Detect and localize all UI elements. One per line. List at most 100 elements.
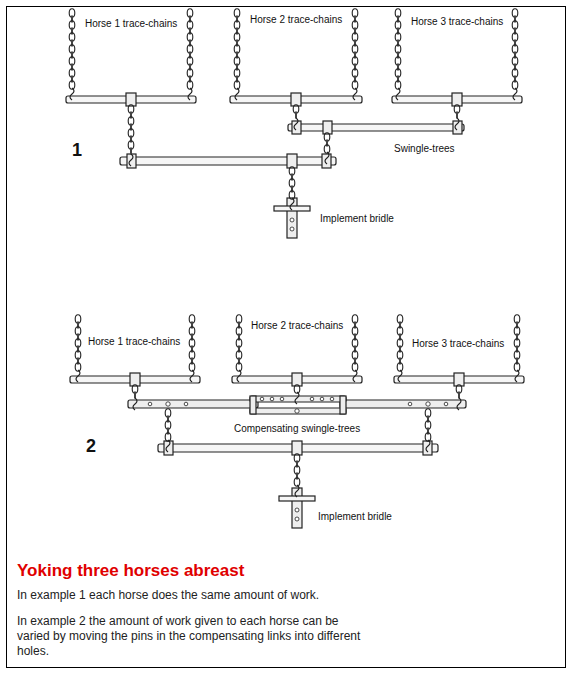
fitting (291, 93, 301, 106)
frame (7, 7, 566, 668)
hook (237, 370, 241, 382)
chain-link (134, 392, 136, 399)
fitting (454, 373, 464, 386)
pin (426, 402, 430, 406)
chain-link (69, 81, 75, 89)
fitting (130, 373, 140, 386)
pin-hole (280, 397, 284, 401)
part-label: Implement bridle (318, 213, 396, 225)
trace-chain-label: Horse 1 trace-chains (86, 336, 182, 348)
part-label: Swingle-trees (392, 143, 457, 155)
fitting (323, 121, 332, 134)
chain-link (75, 363, 81, 371)
hook (188, 88, 192, 100)
bridle-hole (290, 227, 294, 231)
fitting (287, 154, 297, 168)
caption-note: In example 2 the amount of work given to… (17, 614, 362, 659)
chain-link (234, 81, 240, 89)
swingle-trees-2 (70, 373, 524, 455)
caption-note: In example 1 each horse does the same am… (17, 588, 557, 603)
hook (515, 370, 519, 382)
pin-hole (148, 402, 152, 406)
chain-link (187, 81, 193, 89)
pin-hole (330, 397, 334, 401)
hook (396, 88, 400, 100)
pin-hole (260, 397, 264, 401)
chain-link (294, 385, 300, 393)
compensating-link (340, 396, 346, 414)
trace-chain-label: Horse 1 trace-chains (83, 18, 179, 30)
bridle-plate (292, 488, 302, 528)
chain-link (512, 81, 518, 89)
pin-hole (320, 397, 324, 401)
example-number: 2 (84, 436, 98, 458)
hook (353, 370, 357, 382)
compensating-link (250, 396, 256, 414)
bridle-hole (290, 218, 294, 222)
chain-link (397, 363, 403, 371)
hook (426, 440, 430, 452)
chain-link (324, 145, 330, 153)
hook (295, 392, 299, 404)
compensating-link (250, 408, 346, 414)
compensating-link (340, 400, 466, 408)
part-label: Compensating swingle-trees (232, 423, 362, 435)
chain-link (236, 363, 242, 371)
hook (457, 398, 461, 410)
hook (70, 88, 74, 100)
hook (294, 118, 298, 130)
implement-bridle-2 (279, 488, 315, 528)
hook (129, 154, 133, 166)
fitting (423, 441, 432, 455)
pin-hole (444, 402, 448, 406)
example-number: 1 (70, 140, 84, 162)
swingle-trees-1 (66, 93, 522, 168)
trace-chain-label: Horse 2 trace-chains (248, 14, 344, 26)
chain-link (456, 112, 458, 119)
trace-chain-label: Horse 3 trace-chains (409, 16, 505, 28)
bridle-hole (295, 508, 299, 512)
chain-link (294, 478, 300, 486)
hook (190, 370, 194, 382)
hook (290, 198, 294, 210)
hook (455, 118, 459, 130)
fitting (164, 441, 173, 455)
hook (398, 370, 402, 382)
fitting (292, 441, 302, 455)
fitting (452, 93, 462, 106)
swingle-tree (120, 157, 336, 165)
fitting (292, 373, 302, 386)
fitting (126, 93, 136, 106)
pin-hole (310, 397, 314, 401)
bridle-hole (295, 517, 299, 521)
part-label: Implement bridle (316, 511, 394, 523)
chain-link (352, 81, 358, 89)
chain-link (425, 433, 431, 441)
title: Yoking three horses abreast (17, 561, 244, 581)
bridle-plate (287, 198, 297, 238)
pin-hole (408, 402, 412, 406)
chain-link (165, 433, 171, 441)
trace-chain-label: Horse 2 trace-chains (249, 320, 345, 332)
chain-link (130, 148, 132, 155)
chain-link (289, 191, 295, 199)
chains (69, 9, 520, 497)
pin-hole (184, 402, 188, 406)
chain-link (295, 112, 297, 119)
pin-hole (270, 397, 274, 401)
hook (133, 398, 137, 410)
chain-link (395, 81, 401, 89)
trace-chain-label: Horse 3 trace-chains (410, 338, 506, 350)
compensating-link (128, 400, 258, 408)
chain-link (189, 363, 195, 371)
pin (295, 409, 299, 413)
hook (325, 152, 329, 164)
chain-link (514, 363, 520, 371)
implement-bridle-1 (274, 198, 310, 238)
hook (166, 440, 170, 452)
chain-link (352, 363, 358, 371)
hook (513, 88, 517, 100)
hook (295, 485, 299, 497)
bridle-pin (274, 206, 310, 211)
